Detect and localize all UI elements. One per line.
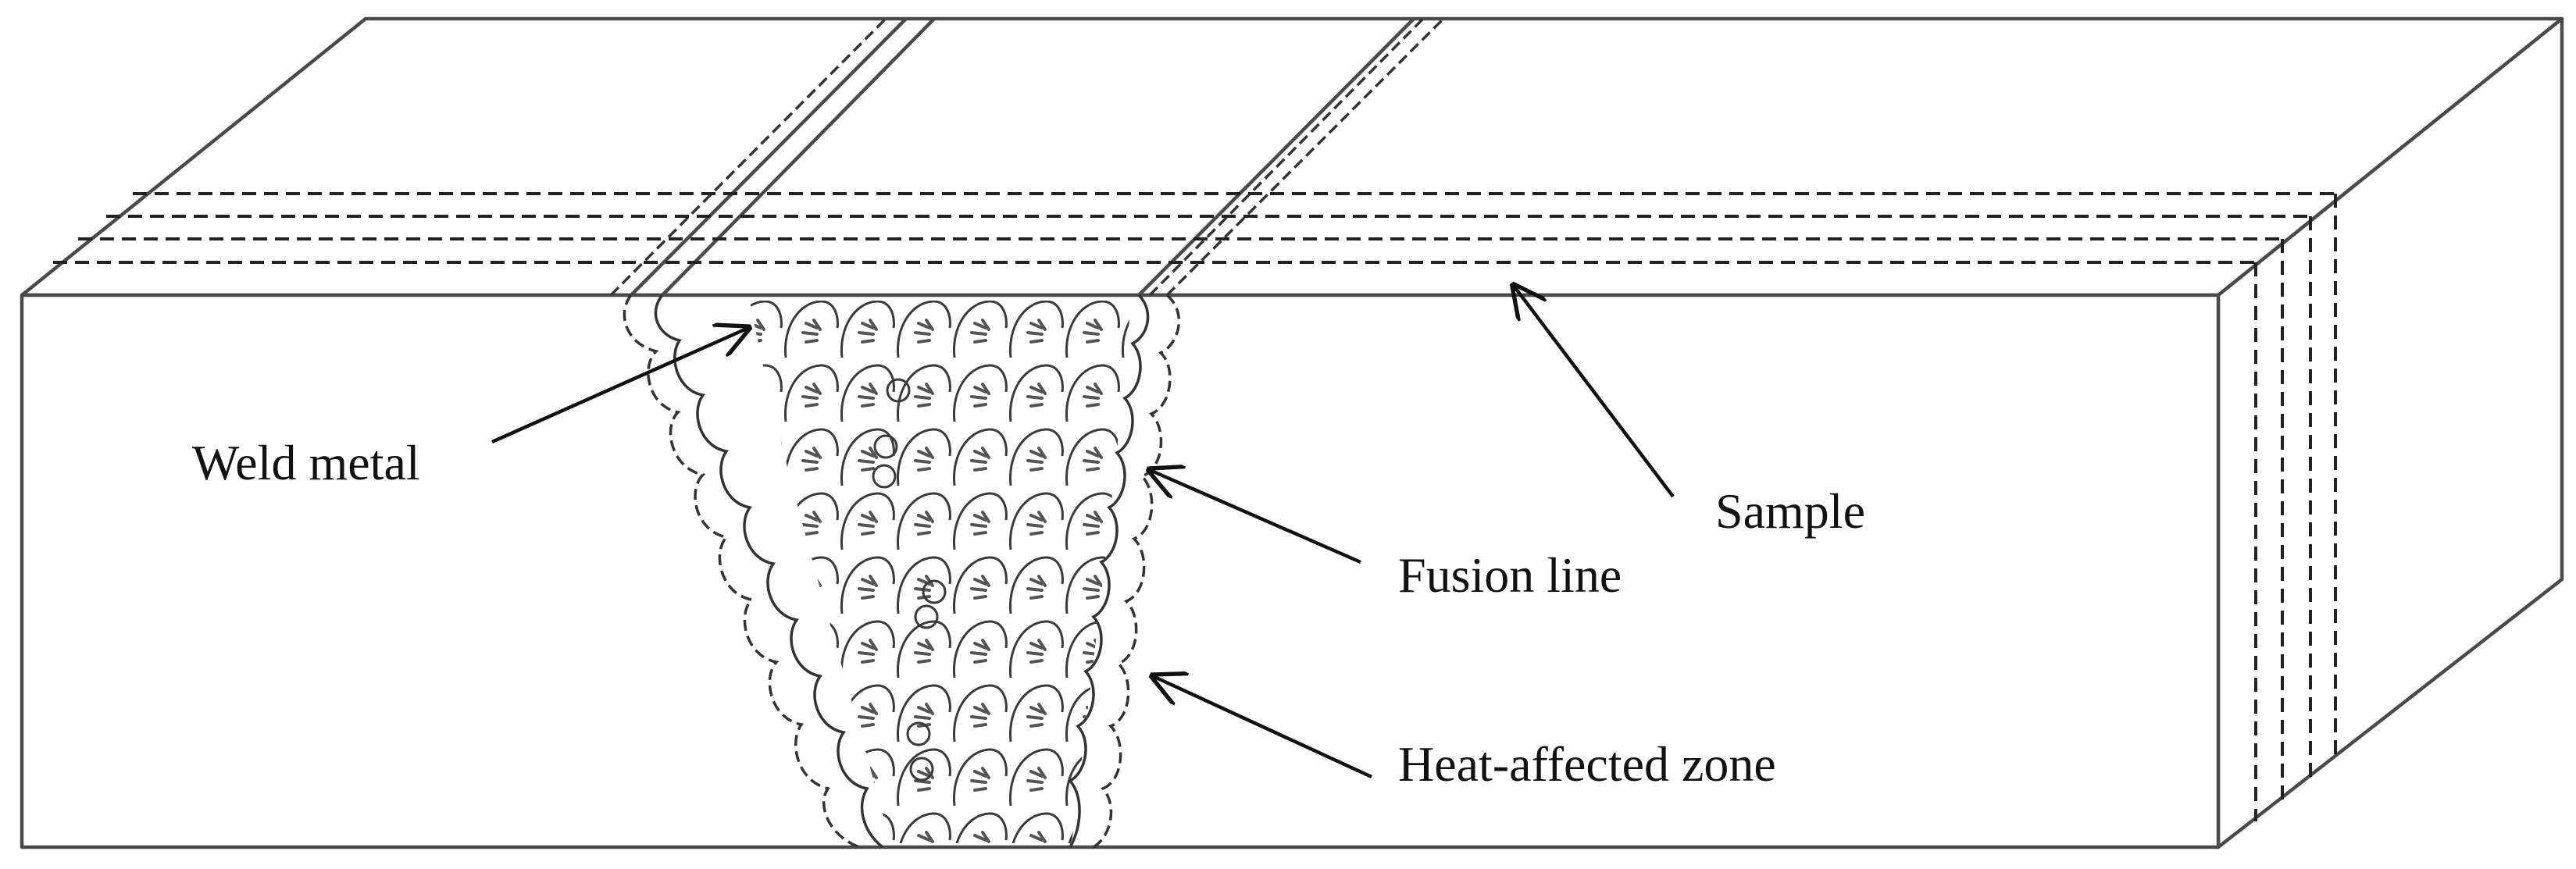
weld-metal-arrow	[491, 328, 748, 444]
block-top-face	[20, 16, 2564, 297]
heat-affected-zone-boundary	[623, 294, 860, 849]
sample-strips-side	[2254, 194, 2337, 821]
sample-arrow	[1514, 286, 1675, 498]
heat-affected-zone-boundary-right	[1092, 294, 1180, 849]
weld-groove-lines	[609, 17, 1445, 297]
heat-affected-zone-arrow	[1153, 676, 1372, 779]
fusion-line-arrow	[1150, 470, 1361, 564]
heat-affected-zone-label: Heat-affected zone	[1398, 736, 1776, 792]
weld-metal-label: Weld metal	[192, 435, 420, 490]
weld-metal-small-grains	[872, 378, 947, 782]
sample-strips-top	[53, 192, 2335, 264]
fusion-line-label: Fusion line	[1398, 547, 1622, 603]
sample-label: Sample	[1715, 483, 1865, 539]
weld-metal-region	[750, 301, 1131, 843]
fusion-line-boundary	[654, 294, 884, 849]
